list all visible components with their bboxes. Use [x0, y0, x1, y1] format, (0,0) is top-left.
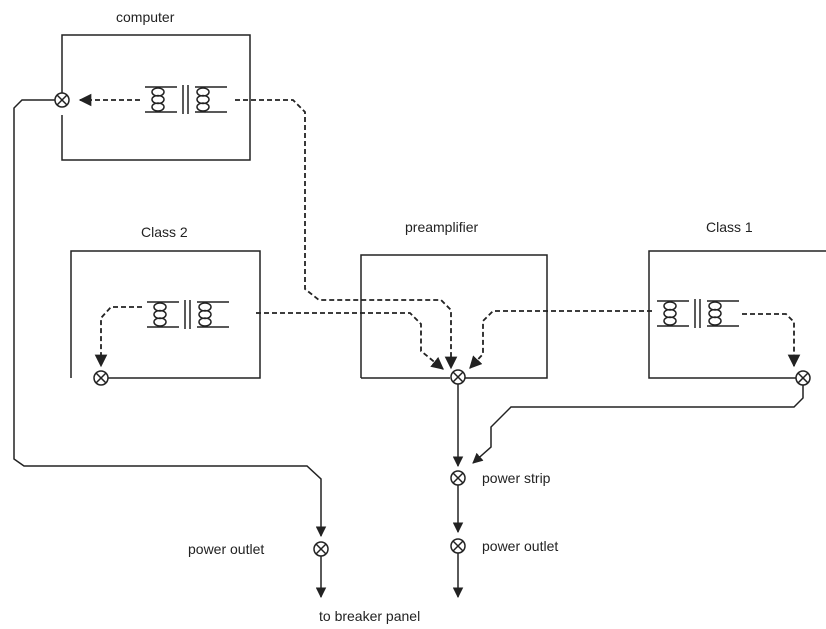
computer-ground-wire [13, 99, 327, 538]
class2-transformer-icon [146, 299, 230, 330]
power-strip-ground-icon [450, 470, 466, 486]
computer-ground-icon [54, 92, 70, 108]
class1-ground-icon [795, 370, 811, 386]
preamp-ground-icon [450, 369, 466, 385]
class2-box [70, 250, 261, 379]
computer-to-preamp-leak-path [235, 99, 458, 370]
computer-box [61, 34, 251, 161]
preamplifier-box [360, 254, 548, 379]
breaker-panel-label: to breaker panel [319, 608, 421, 624]
power-outlet-left-ground-icon [313, 541, 329, 557]
power-outlet-left-label: power outlet [188, 541, 265, 557]
class1-box [648, 250, 826, 379]
class2-local-leak-path [94, 306, 142, 368]
computer-transformer-icon [144, 84, 228, 115]
class1-local-leak-path [742, 313, 801, 368]
preamplifier-label: preamplifier [405, 219, 479, 235]
power-strip-label: power strip [482, 470, 551, 486]
class2-label: Class 2 [141, 224, 188, 240]
class1-to-preamp-leak-path [469, 310, 652, 369]
class1-ground-wire [472, 385, 804, 464]
power-outlet-right-label: power outlet [482, 538, 559, 554]
class2-to-preamp-leak-path [256, 312, 444, 370]
class1-transformer-icon [656, 298, 740, 329]
class1-label: Class 1 [706, 219, 753, 235]
class2-ground-icon [93, 370, 109, 386]
power-outlet-right-ground-icon [450, 538, 466, 554]
computer-label: computer [116, 9, 175, 25]
